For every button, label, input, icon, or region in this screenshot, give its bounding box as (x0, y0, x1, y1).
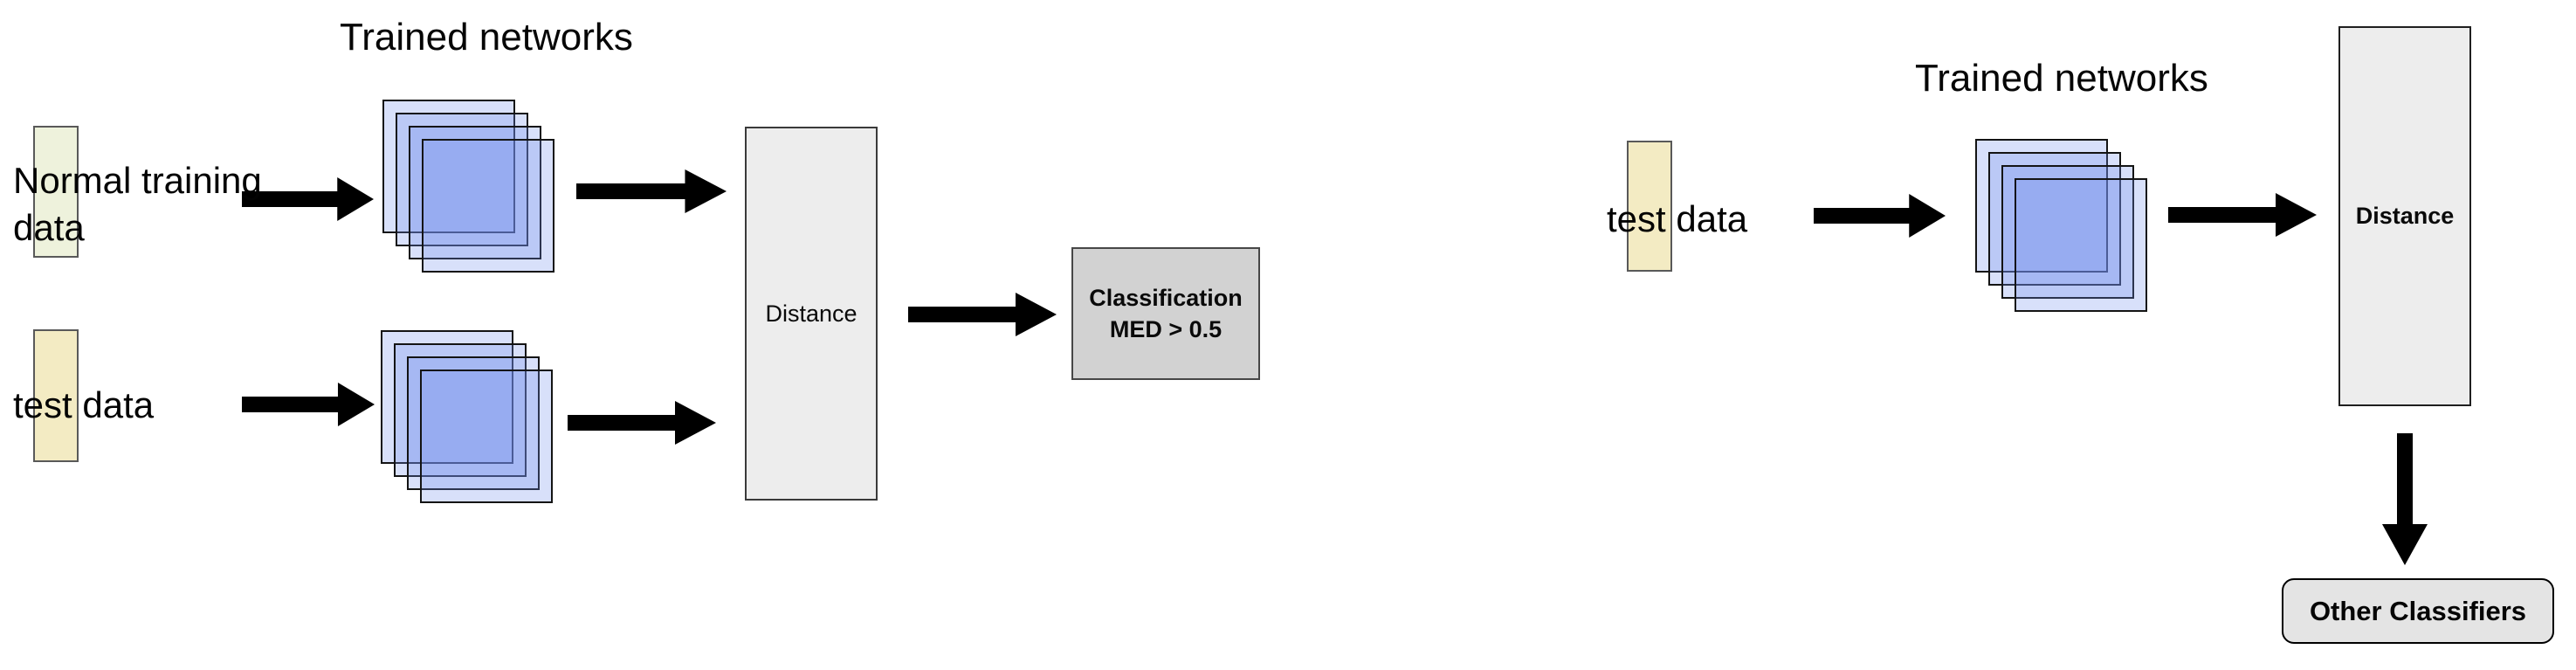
network-layer (407, 356, 540, 490)
left-panel-title: Trained networks (340, 16, 633, 59)
network-layer (396, 113, 528, 246)
trained-networks-stack-training (382, 100, 555, 273)
distance-box: Distance (745, 127, 878, 501)
network-layer (2001, 165, 2134, 299)
test-data-label: test data (1607, 198, 1748, 239)
distance-box: Distance (2338, 26, 2471, 406)
classification-box: Classification MED > 0.5 (1071, 247, 1260, 380)
normal-training-data-swatch (33, 126, 79, 258)
classification-line1: Classification (1089, 285, 1243, 311)
trained-networks-stack-test (381, 330, 554, 504)
network-layer (420, 370, 553, 503)
test-data-label: test data (13, 384, 155, 425)
network-layer (394, 343, 527, 477)
network-layer (382, 100, 515, 233)
distance-label: Distance (765, 300, 858, 327)
arrow-right-icon (1814, 194, 1946, 238)
test-data-swatch (33, 329, 79, 462)
other-classifiers-box: Other Classifiers (2282, 578, 2554, 644)
arrow-right-icon (2168, 193, 2317, 237)
test-data-swatch (1627, 141, 1672, 272)
network-layer (409, 126, 541, 259)
arrow-right-icon (576, 169, 727, 213)
network-layer (422, 139, 554, 273)
right-panel-title: Trained networks (1915, 57, 2208, 100)
other-classifiers-label: Other Classifiers (2309, 595, 2527, 626)
network-layer (1988, 152, 2121, 286)
arrow-right-icon (568, 401, 716, 445)
classification-line2: MED > 0.5 (1109, 316, 1223, 342)
trained-networks-stack (1975, 139, 2148, 313)
network-layer (2015, 178, 2147, 312)
normal-training-data-label: Normal training data (13, 160, 262, 248)
arrow-right-icon (242, 383, 375, 426)
arrow-down-icon (2382, 433, 2428, 565)
network-layer (381, 330, 513, 464)
distance-label: Distance (2355, 203, 2455, 229)
network-layer (1975, 139, 2108, 273)
arrow-right-icon (242, 177, 374, 221)
arrow-right-icon (908, 293, 1057, 336)
